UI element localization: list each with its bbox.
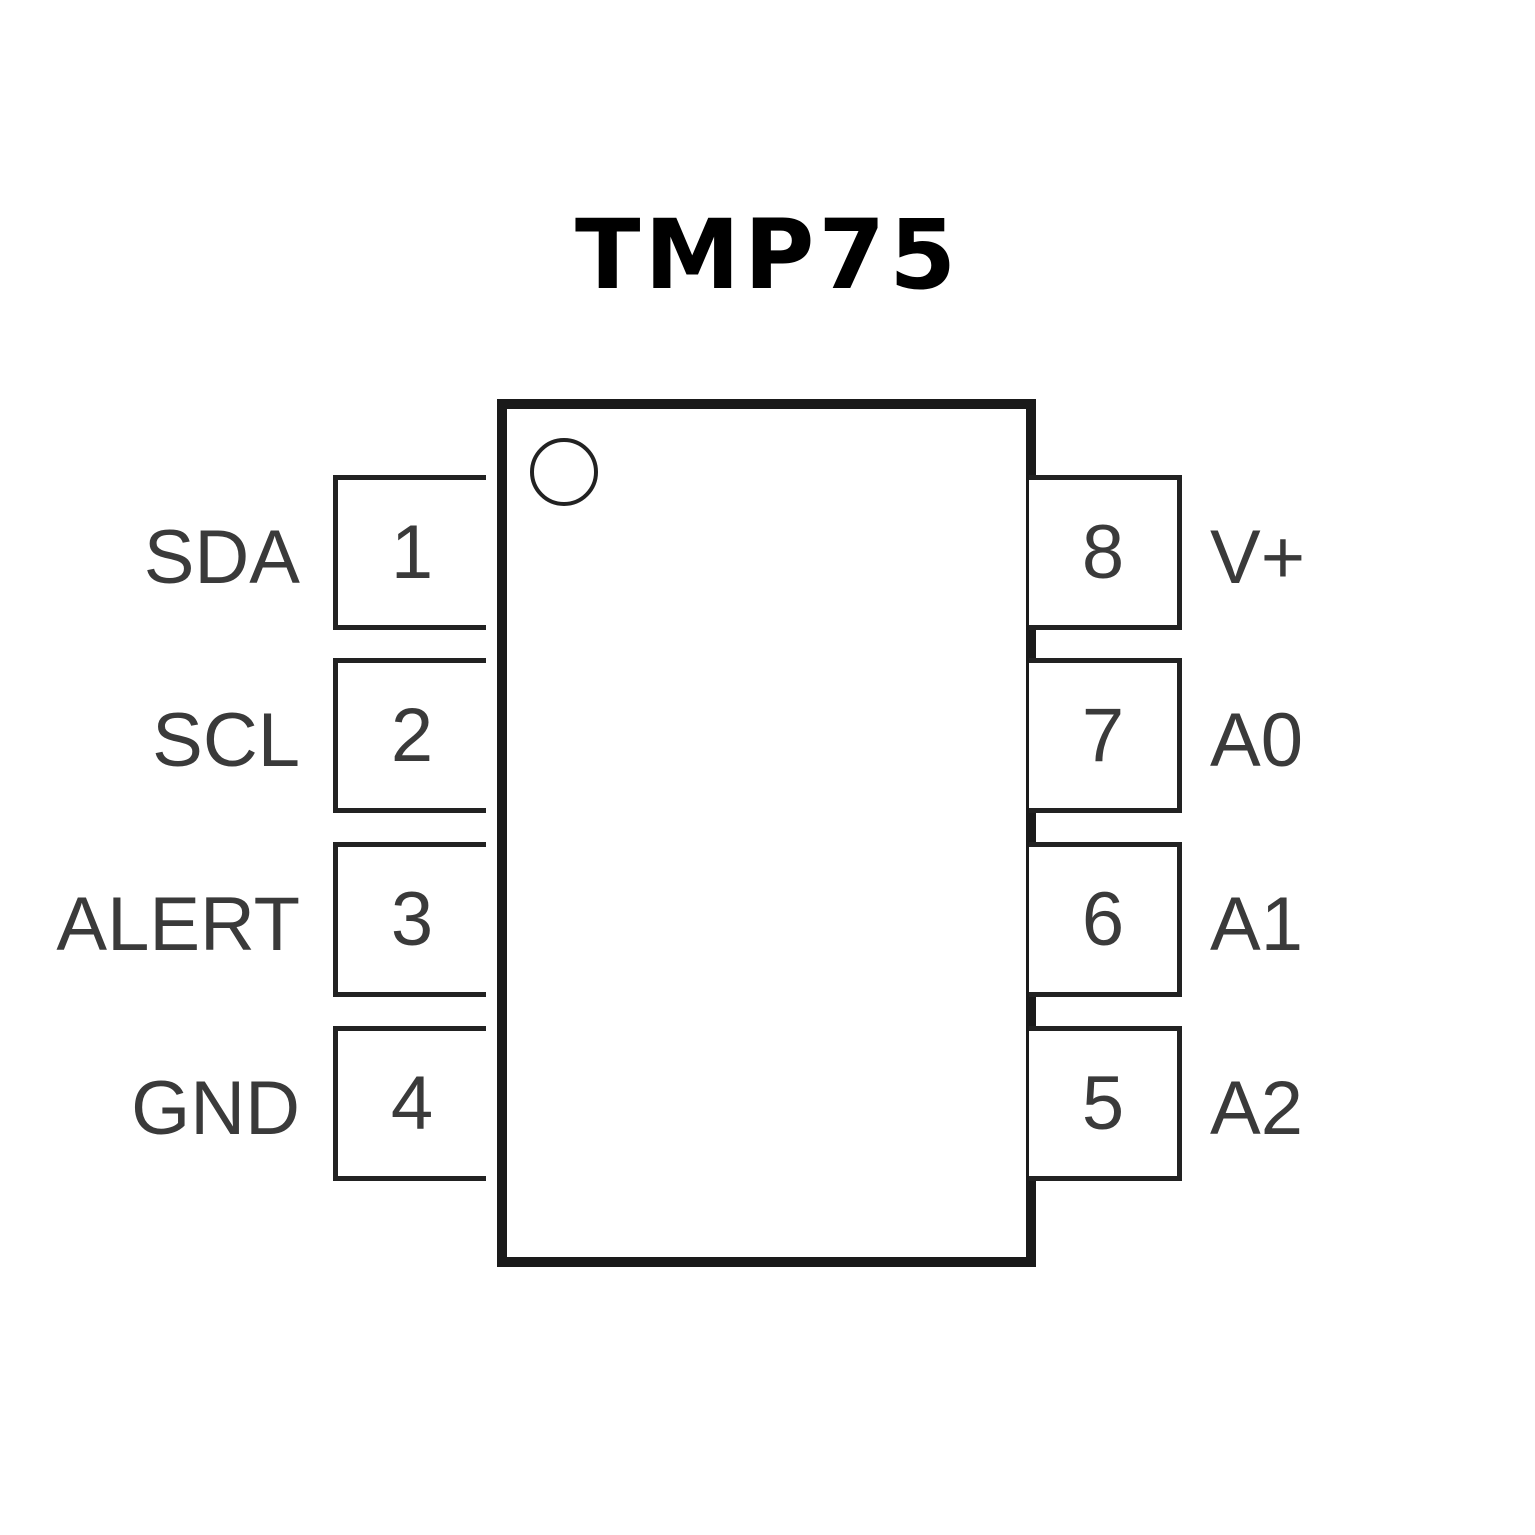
pin-4-label: GND: [131, 1066, 300, 1151]
pin-7-label: A0: [1210, 698, 1303, 783]
pin-1: 1: [333, 475, 486, 630]
pin-8: 8: [1029, 475, 1182, 630]
pin-2-label: SCL: [152, 698, 300, 783]
pin1-indicator-icon: [530, 438, 598, 506]
pin-2: 2: [333, 658, 486, 813]
pin-4: 4: [333, 1026, 486, 1181]
pin-5: 5: [1029, 1026, 1182, 1181]
pin-5-label: A2: [1210, 1066, 1303, 1151]
chip-body: [497, 399, 1036, 1267]
pin-7: 7: [1029, 658, 1182, 813]
pin-3-label: ALERT: [56, 882, 300, 967]
pin-6-label: A1: [1210, 882, 1303, 967]
pin-8-label: V+: [1210, 515, 1306, 600]
pin-1-label: SDA: [143, 515, 300, 600]
pin-3: 3: [333, 842, 486, 997]
chip-title: TMP75: [575, 199, 960, 311]
pin-6: 6: [1029, 842, 1182, 997]
